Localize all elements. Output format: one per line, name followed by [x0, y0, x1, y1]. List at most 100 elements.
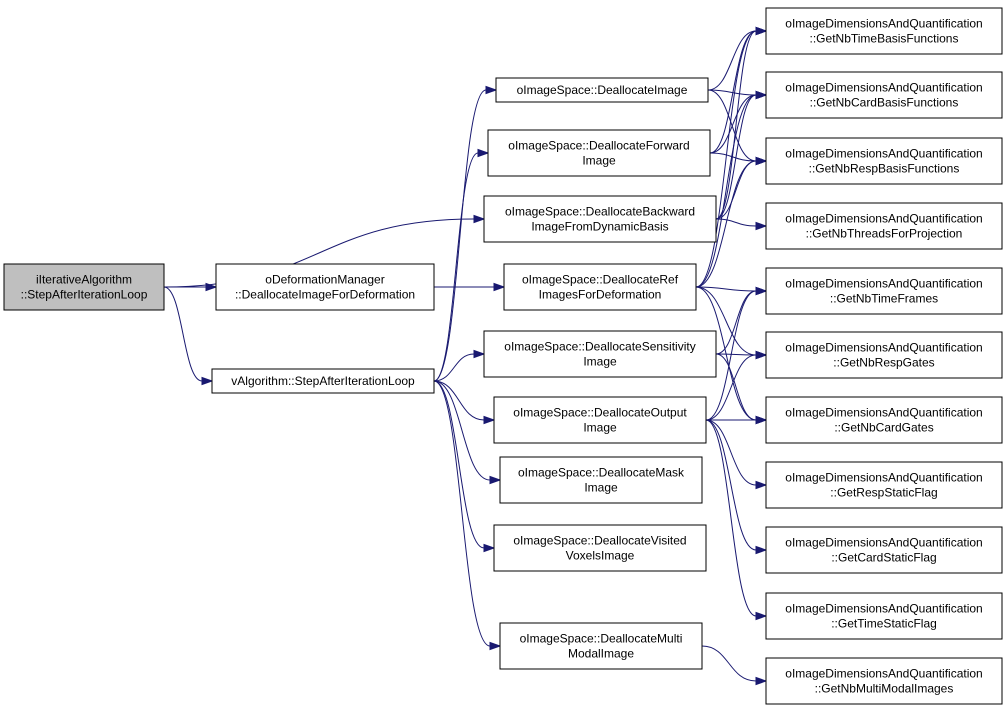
- node-label-line: ImagesForDeformation: [539, 288, 662, 302]
- node-label-line: oImageDimensionsAndQuantification: [785, 602, 982, 616]
- node-box: [765, 657, 1003, 705]
- node-label-line: oImageSpace::DeallocateRef: [522, 273, 679, 287]
- node-oimagespace-deallocatevisited-voxelsimage[interactable]: oImageSpace::DeallocateVisitedVoxelsImag…: [493, 524, 707, 572]
- edge-n4-to-q3: [695, 160, 757, 288]
- edge-n2-to-n11: [433, 380, 491, 647]
- node-label-line: ::DeallocateImageForDeformation: [235, 288, 415, 302]
- arrowhead-n8-to-q7: [755, 415, 768, 425]
- node-label-line: oImageSpace::DeallocateImage: [517, 83, 688, 97]
- node-label-line: VoxelsImage: [566, 549, 635, 563]
- edge-n11-to-q11: [701, 645, 757, 682]
- node-oimagedimensionsandquantification-getnbcardgates[interactable]: oImageDimensionsAndQuantification::GetNb…: [765, 396, 1003, 444]
- arrowhead-n8-to-q6: [755, 350, 768, 360]
- node-box: [499, 456, 703, 504]
- arrowhead-n1-to-n4: [493, 282, 506, 292]
- node-box: [215, 263, 435, 311]
- node-label-line: oImageDimensionsAndQuantification: [785, 536, 982, 550]
- node-oimagedimensionsandquantification-getnbmultimodalimages[interactable]: oImageDimensionsAndQuantification::GetNb…: [765, 657, 1003, 705]
- node-box: [765, 526, 1003, 574]
- arrowhead-n2-to-n11: [489, 641, 502, 651]
- node-oimagedimensionsandquantification-getnbthreadsforprojection[interactable]: oImageDimensionsAndQuantification::GetNb…: [765, 202, 1003, 250]
- edge-n6-to-q1: [709, 30, 757, 154]
- node-oimagedimensionsandquantification-getnbrespbasisfunctions[interactable]: oImageDimensionsAndQuantification::GetNb…: [765, 137, 1003, 185]
- node-valgorithm-stepafteriterationloop[interactable]: vAlgorithm::StepAfterIterationLoop: [211, 368, 435, 394]
- node-label-line: ::GetNbCardGates: [834, 421, 933, 435]
- node-label-line: oImageDimensionsAndQuantification: [785, 81, 982, 95]
- edge-n7-to-q5: [715, 290, 757, 355]
- edge-n2-to-n9: [433, 380, 491, 481]
- node-label-line: Image: [584, 481, 618, 495]
- node-label-line: ::GetTimeStaticFlag: [831, 617, 937, 631]
- node-box: [483, 195, 717, 243]
- node-box: [765, 137, 1003, 185]
- node-label-line: ::GetNbCardBasisFunctions: [810, 96, 959, 110]
- node-label-line: ::GetNbThreadsForProjection: [806, 227, 963, 241]
- node-box: [765, 71, 1003, 119]
- edge-n8-to-q5: [705, 290, 757, 421]
- node-label-line: ::StepAfterIterationLoop: [21, 288, 148, 302]
- node-oimagedimensionsandquantification-getrespstaticflag[interactable]: oImageDimensionsAndQuantification::GetRe…: [765, 461, 1003, 509]
- arrowhead-n8-to-q5: [755, 286, 768, 296]
- node-label-line: vAlgorithm::StepAfterIterationLoop: [231, 374, 415, 388]
- node-oimagespace-deallocateref-imagesfordeformation[interactable]: oImageSpace::DeallocateRefImagesForDefor…: [503, 263, 697, 311]
- edge-n4-to-q2: [695, 94, 757, 288]
- edge-n8-to-q6: [705, 354, 757, 421]
- node-label-line: Image: [583, 421, 617, 435]
- node-label-line: oImageSpace::DeallocateForward: [508, 139, 689, 153]
- node-iiterativealgorithm-stepafteriterationloop[interactable]: iIterativeAlgorithm::StepAfterIterationL…: [3, 263, 165, 311]
- arrowhead-n0-to-n3: [473, 214, 486, 224]
- node-box: [765, 461, 1003, 509]
- node-label-line: oImageSpace::DeallocateSensitivity: [504, 340, 695, 354]
- edge-n6-to-q2: [709, 94, 757, 154]
- node-oimagedimensionsandquantification-getnbrespgates[interactable]: oImageDimensionsAndQuantification::GetNb…: [765, 331, 1003, 379]
- edge-layer: [163, 26, 768, 686]
- node-odeformationmanager-deallocateimagefordeformation[interactable]: oDeformationManager::DeallocateImageForD…: [215, 263, 435, 311]
- node-label-line: Image: [583, 355, 617, 369]
- node-oimagedimensionsandquantification-getnbtimeframes[interactable]: oImageDimensionsAndQuantification::GetNb…: [765, 267, 1003, 315]
- node-oimagedimensionsandquantification-getcardstaticflag[interactable]: oImageDimensionsAndQuantification::GetCa…: [765, 526, 1003, 574]
- node-box: [493, 396, 707, 444]
- arrowhead-n0-to-n2: [201, 376, 214, 386]
- node-box: [503, 263, 697, 311]
- node-label-line: Image: [582, 154, 616, 168]
- node-oimagedimensionsandquantification-getnbtimebasisfunctions[interactable]: oImageDimensionsAndQuantification::GetNb…: [765, 7, 1003, 55]
- node-label-line: oImageSpace::DeallocateBackward: [505, 205, 695, 219]
- node-label-line: oImageSpace::DeallocateMask: [518, 466, 685, 480]
- edge-n3-to-q2: [715, 94, 757, 220]
- edge-n2-to-n7: [433, 353, 475, 382]
- edge-n7-to-q7: [715, 353, 757, 421]
- node-oimagespace-deallocateimage[interactable]: oImageSpace::DeallocateImage: [495, 77, 709, 103]
- edge-n2-to-n8: [433, 380, 485, 421]
- node-label-line: oImageDimensionsAndQuantification: [785, 212, 982, 226]
- node-label-line: ::GetCardStaticFlag: [831, 551, 936, 565]
- node-box: [495, 77, 709, 103]
- node-oimagespace-deallocatebackward-imagefromdynamicbasis[interactable]: oImageSpace::DeallocateBackwardImageFrom…: [483, 195, 717, 243]
- arrowhead-n2-to-n5: [485, 85, 498, 95]
- arrowhead-n2-to-n8: [483, 415, 496, 425]
- node-label-line: oImageSpace::DeallocateMulti: [520, 632, 683, 646]
- edge-n7-to-q6: [715, 353, 757, 356]
- node-box: [765, 202, 1003, 250]
- node-label-line: iIterativeAlgorithm: [36, 273, 132, 287]
- node-box: [765, 396, 1003, 444]
- node-label-line: oDeformationManager: [265, 273, 384, 287]
- arrowhead-n3-to-q4: [755, 221, 768, 231]
- node-label-line: ::GetNbRespBasisFunctions: [809, 162, 960, 176]
- node-label-line: ::GetNbTimeFrames: [830, 292, 938, 306]
- edge-n4-to-q1: [695, 30, 757, 288]
- node-oimagedimensionsandquantification-gettimestaticflag[interactable]: oImageDimensionsAndQuantification::GetTi…: [765, 592, 1003, 640]
- node-oimagedimensionsandquantification-getnbcardbasisfunctions[interactable]: oImageDimensionsAndQuantification::GetNb…: [765, 71, 1003, 119]
- node-label-line: oImageDimensionsAndQuantification: [785, 406, 982, 420]
- arrowhead-n4-to-q2: [755, 90, 768, 100]
- node-label-line: oImageDimensionsAndQuantification: [785, 471, 982, 485]
- node-label-line: ::GetNbTimeBasisFunctions: [810, 32, 959, 46]
- arrowhead-n2-to-n7: [473, 349, 486, 359]
- node-label-line: oImageSpace::DeallocateVisited: [513, 534, 686, 548]
- arrowhead-n2-to-n6: [477, 148, 490, 158]
